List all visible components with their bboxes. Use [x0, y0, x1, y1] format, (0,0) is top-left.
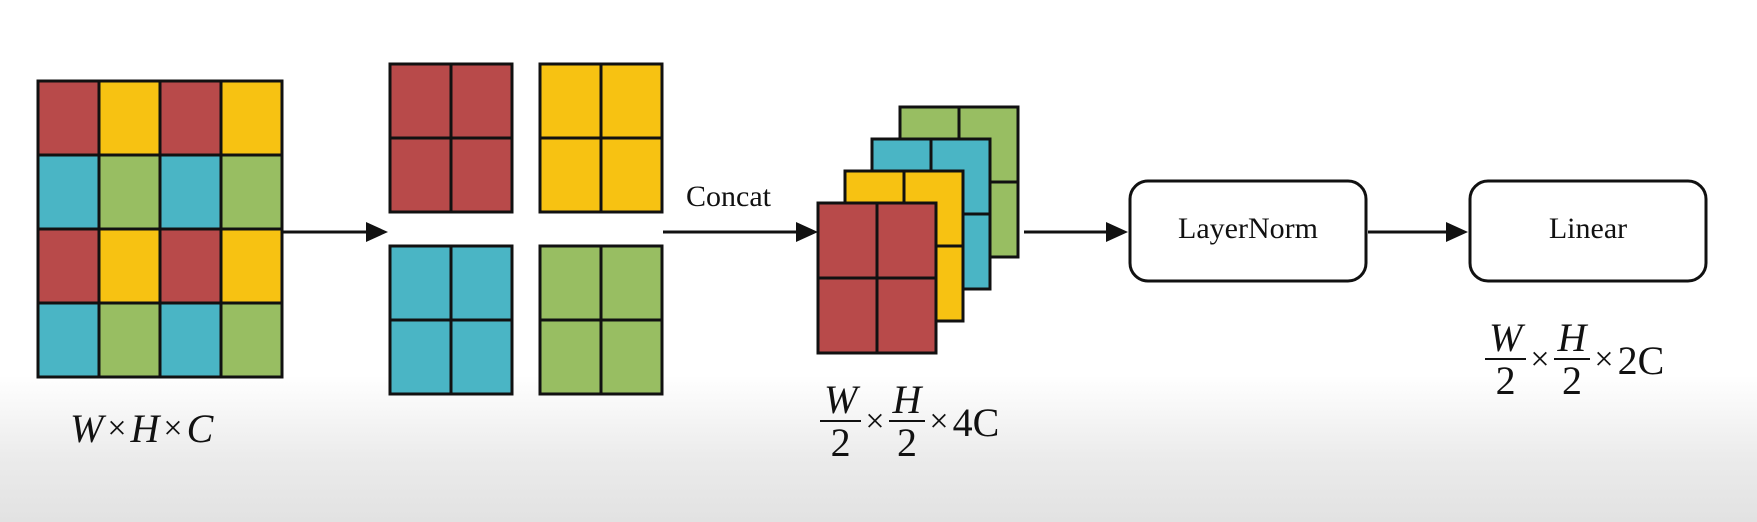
dim-h-over-2: H 2 [888, 380, 926, 464]
dim-w: W [70, 406, 104, 451]
blue-grid-cell [36, 301, 101, 379]
dim-times: × [929, 403, 949, 440]
input-feature-map [36, 79, 284, 379]
dim-times: × [163, 409, 183, 447]
split-patches [388, 62, 664, 396]
red-cell [388, 62, 453, 140]
dim-h-over-2: H 2 [1553, 318, 1591, 402]
yellow-cell [599, 62, 664, 140]
red-grid-cell [158, 79, 223, 157]
yellow-patch [538, 62, 664, 214]
yellow-cell [538, 136, 603, 214]
green-patch [538, 244, 664, 396]
green-cell [538, 244, 603, 322]
red-grid-cell [36, 227, 101, 305]
yellow-grid-cell [219, 227, 284, 305]
dim-c: C [186, 406, 214, 451]
red-patch [388, 62, 514, 214]
green-grid-cell [97, 153, 162, 231]
yellow-cell [599, 136, 664, 214]
yellow-grid-cell [97, 79, 162, 157]
linear-dim-label: W 2 × H 2 × 2C [1485, 318, 1664, 402]
dim-w-over-2: W 2 [1485, 318, 1527, 402]
red-grid-cell [36, 79, 101, 157]
concat-dim-label: W 2 × H 2 × 4C [820, 380, 999, 464]
dim-times: × [1594, 341, 1614, 378]
green-grid-cell [219, 153, 284, 231]
concat-label: Concat [686, 180, 771, 213]
dim-w-over-2: W 2 [820, 380, 862, 464]
blue-cell [388, 244, 453, 322]
blue-patch [388, 244, 514, 396]
red-cell [816, 201, 879, 280]
dim-h: H [130, 406, 160, 451]
arrow-layernorm-to-linear [1368, 222, 1468, 242]
layernorm-box [1128, 179, 1368, 283]
dim-times: × [107, 409, 127, 447]
dim-times: × [1530, 341, 1550, 378]
green-cell [538, 318, 603, 396]
red-cell [875, 276, 938, 355]
arrow-patches-to-concat [663, 222, 818, 242]
dim-c: 2C [1617, 337, 1665, 383]
green-grid-cell [97, 301, 162, 379]
linear-label: Linear [1548, 212, 1628, 245]
yellow-grid-cell [219, 79, 284, 157]
green-cell [599, 318, 664, 396]
layernorm-label: LayerNorm [1178, 212, 1318, 245]
yellow-cell [538, 62, 603, 140]
blue-cell [388, 318, 453, 396]
dim-times: × [865, 403, 885, 440]
blue-grid-cell [36, 153, 101, 231]
green-grid-cell [219, 301, 284, 379]
linear-box [1468, 179, 1708, 283]
yellow-grid-cell [97, 227, 162, 305]
red-grid-cell [158, 227, 223, 305]
red-cell [816, 276, 879, 355]
red-cell [449, 136, 514, 214]
blue-grid-cell [158, 301, 223, 379]
red-stack-layer [816, 201, 938, 355]
red-cell [449, 62, 514, 140]
blue-cell [449, 318, 514, 396]
arrow-concat-to-layernorm [1024, 222, 1128, 242]
red-cell [875, 201, 938, 280]
input-dim-label: W × H × C [70, 405, 213, 452]
green-cell [599, 244, 664, 322]
arrow-grid-to-patches [282, 222, 388, 242]
blue-grid-cell [158, 153, 223, 231]
dim-c: 4C [952, 399, 1000, 445]
red-cell [388, 136, 453, 214]
concatenated-stack [816, 105, 1020, 355]
blue-cell [449, 244, 514, 322]
